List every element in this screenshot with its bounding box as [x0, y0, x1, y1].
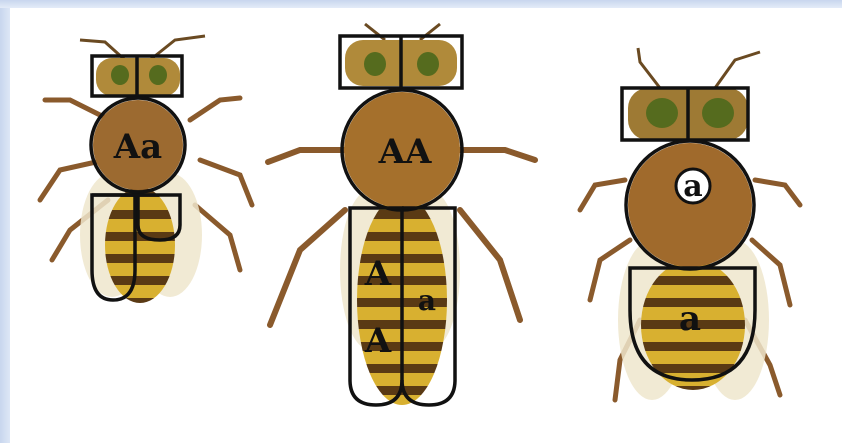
worker-eye-right — [149, 65, 167, 85]
worker-abdomen-fill — [105, 187, 175, 303]
worker-bee: Aa — [40, 36, 252, 303]
drone-abdomen-label: a — [679, 299, 701, 339]
drone-eye-right — [702, 98, 734, 128]
queen-abdomen-label-2: a — [418, 284, 436, 317]
worker-thorax-label: Aa — [113, 127, 162, 167]
drone-antennae — [638, 48, 760, 88]
drone-bee: a a — [580, 48, 800, 400]
drone-thorax-label: a — [683, 169, 702, 204]
queen-eye-right — [417, 52, 439, 76]
drone-eye-left — [646, 98, 678, 128]
queen-bee: AA A a A — [268, 24, 535, 405]
queen-abdomen-label-1: A — [364, 254, 392, 294]
drone-thorax-fill — [628, 143, 752, 267]
queen-thorax-label: AA — [378, 132, 432, 172]
worker-eye-left — [111, 65, 129, 85]
queen-eye-left — [364, 52, 386, 76]
queen-abdomen-label-3: A — [364, 321, 392, 361]
